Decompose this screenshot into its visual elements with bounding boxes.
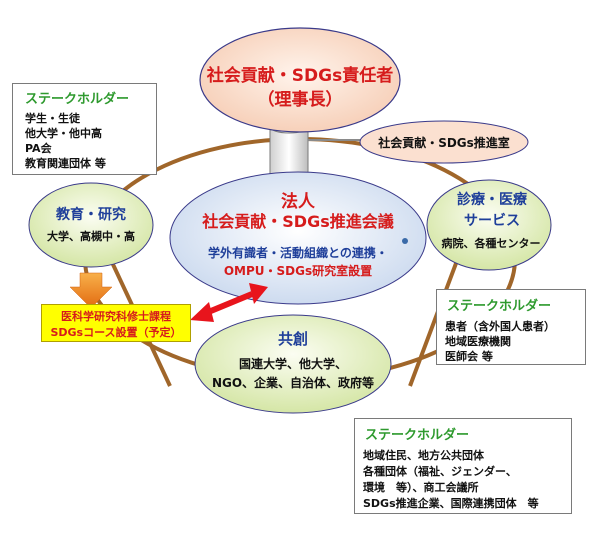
master-course-line2: SDGsコース設置（予定） <box>50 326 182 339</box>
stakeholders-bottom-box: ステークホルダー 地域住民、地方公共団体 各種団体（福祉、ジェンダー、 環境 等… <box>354 418 572 514</box>
stakeholders-bottom-item: 環境 等）、商工会議所 <box>363 481 479 494</box>
stakeholders-bottom-item: 地域住民、地方公共団体 <box>363 449 484 462</box>
top-subtitle: （理事長） <box>257 90 343 110</box>
stakeholders-bottom-item: SDGs推進企業、国際連携団体 等 <box>363 497 539 510</box>
stakeholders-left-item: 他大学・他中高 <box>25 127 102 140</box>
center-ellipse <box>169 171 427 305</box>
education-detail: 大学、高槻中・高 <box>47 230 135 243</box>
center-line2: OMPU・SDGs研究室設置 <box>223 264 373 278</box>
stakeholders-left-title: ステークホルダー <box>25 92 130 107</box>
stakeholders-right-item: 地域医療機関 <box>445 335 511 348</box>
stakeholders-right-box: ステークホルダー 患者（含外国人患者） 地域医療機関 医師会 等 <box>436 289 586 365</box>
stakeholders-right-item: 医師会 等 <box>445 350 493 363</box>
orange-down-arrow <box>69 272 113 309</box>
center-subtitle: 社会貢献・SDGs推進会議 <box>202 212 394 231</box>
stakeholders-left-item: 学生・生徒 <box>25 112 80 125</box>
cocreation-title: 共創 <box>277 330 308 348</box>
medical-ellipse <box>426 179 552 271</box>
master-course-line1: 医科学研究科修士課程 <box>61 310 171 323</box>
cocreation-ellipse <box>194 314 392 414</box>
center-line1: 学外有識者・活動組織との連携・ <box>208 246 388 260</box>
master-course-box: 医科学研究科修士課程 SDGsコース設置（予定） <box>41 304 191 342</box>
center-title: 法人 <box>281 192 315 212</box>
stakeholders-left-item: 教育関連団体 等 <box>25 157 106 170</box>
stakeholders-bottom-item: 各種団体（福祉、ジェンダー、 <box>363 465 517 478</box>
stakeholders-bottom-title: ステークホルダー <box>365 428 470 443</box>
medical-detail: 病院、各種センター <box>441 237 541 250</box>
stakeholders-right-title: ステークホルダー <box>447 299 552 314</box>
ring-dot <box>402 238 408 244</box>
education-title: 教育・研究 <box>56 207 126 223</box>
cocreation-line1: 国連大学、他大学、 <box>238 357 347 371</box>
top-title: 社会貢献・SDGs責任者 <box>206 66 394 86</box>
medical-title-line1: 診療・医療 <box>457 192 527 208</box>
office-label: 社会貢献・SDGs推進室 <box>378 136 510 150</box>
office-ellipse <box>359 120 529 164</box>
stakeholders-right-item: 患者（含外国人患者） <box>445 320 555 333</box>
stakeholders-left-box: ステークホルダー 学生・生徒 他大学・他中高 PA会 教育関連団体 等 <box>12 83 157 175</box>
top-ellipse <box>199 27 401 133</box>
education-ellipse <box>28 182 154 268</box>
stakeholders-left-item: PA会 <box>25 142 52 155</box>
cocreation-line2: NGO、企業、自治体、政府等 <box>211 376 375 390</box>
red-double-arrow <box>190 283 268 322</box>
medical-title-line2: サービス <box>464 213 520 229</box>
